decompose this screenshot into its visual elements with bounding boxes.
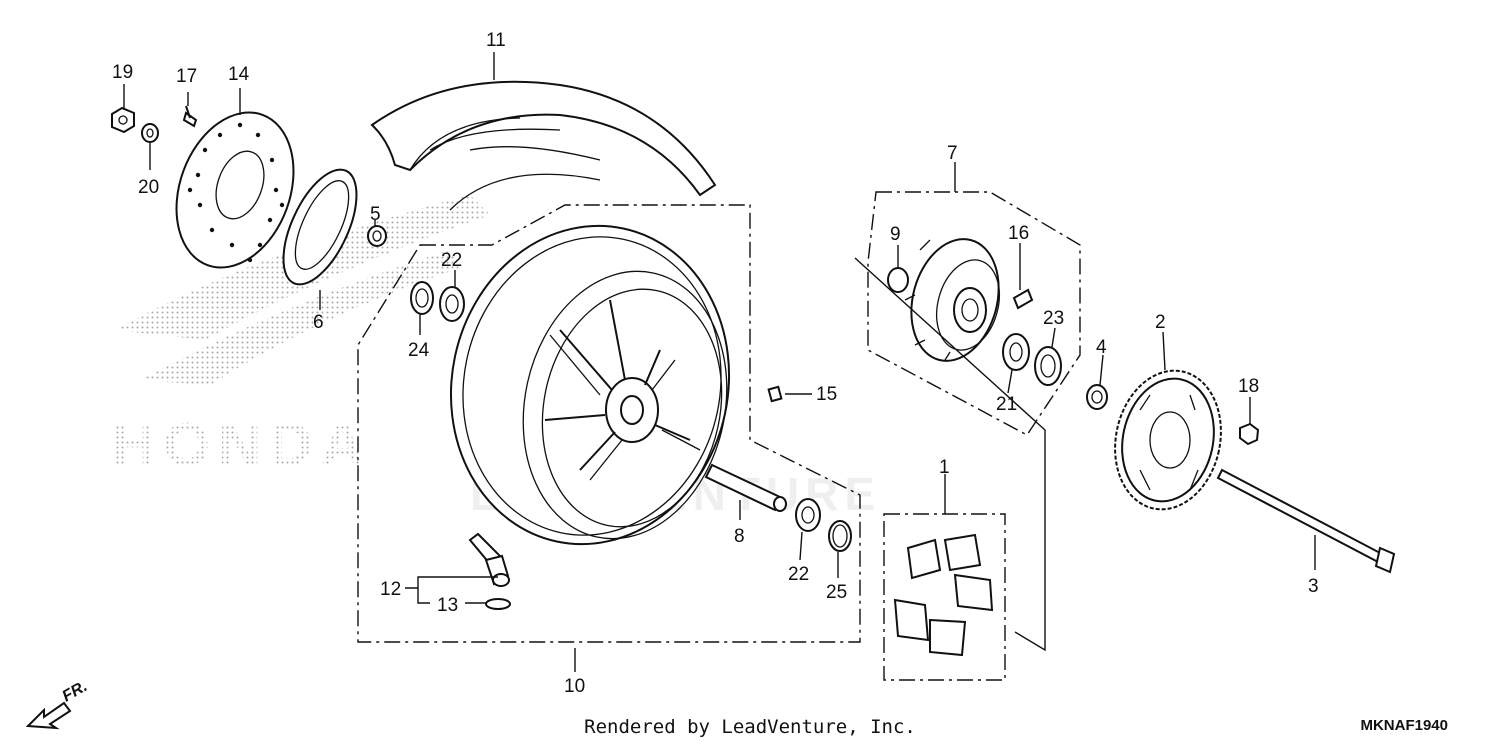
callout-21: 21: [996, 394, 1017, 415]
disc-bolt-part[interactable]: [182, 105, 198, 128]
callout-9: 9: [890, 224, 901, 245]
callout-25: 25: [826, 582, 847, 603]
sprocket-part[interactable]: [1103, 361, 1234, 520]
flange-nut-part[interactable]: [111, 106, 135, 134]
callout-1: 1: [939, 457, 950, 478]
callout-15: 15: [816, 384, 837, 405]
callout-2: 2: [1155, 312, 1166, 333]
callout-22-right: 22: [788, 564, 809, 585]
callout-20: 20: [138, 177, 159, 198]
callout-8: 8: [734, 526, 745, 547]
valve-oring-part[interactable]: [485, 598, 511, 610]
axle-collar-part[interactable]: [704, 463, 787, 512]
bearing-part-right[interactable]: [795, 498, 821, 532]
callout-6: 6: [313, 312, 324, 333]
callout-12: 12: [380, 579, 401, 600]
brake-disc-part[interactable]: [156, 96, 314, 284]
washer-part[interactable]: [141, 123, 159, 143]
callout-16: 16: [1008, 223, 1029, 244]
collar-part[interactable]: [367, 225, 387, 247]
bearing-part-left[interactable]: [439, 286, 465, 322]
callout-18: 18: [1238, 376, 1259, 397]
front-arrow-icon: [25, 701, 72, 730]
tire-part[interactable]: [370, 80, 717, 211]
rear-wheel-part[interactable]: [422, 200, 759, 570]
sprocket-nut-part[interactable]: [1239, 422, 1260, 446]
seal-part-right[interactable]: [828, 520, 852, 552]
callout-22-left: 22: [441, 250, 462, 271]
driven-flange-part[interactable]: [898, 229, 1011, 371]
watermark-brand-text: HONDA: [112, 411, 372, 478]
diagram-code: MKNAF1940: [1360, 717, 1448, 734]
seal-part-left[interactable]: [410, 281, 434, 315]
callout-labels: 11 19 17 14 20 5 22 6 24 7 9 16 23 21 4 …: [112, 30, 1319, 697]
pin-part[interactable]: [767, 385, 783, 403]
callout-10: 10: [564, 676, 585, 697]
flange-collar-part[interactable]: [887, 267, 909, 293]
callout-7: 7: [947, 143, 958, 164]
rear-axle-part[interactable]: [1216, 468, 1396, 574]
flange-seal-part[interactable]: [1034, 346, 1062, 386]
callout-17: 17: [176, 66, 197, 87]
callout-13: 13: [437, 595, 458, 616]
sprocket-collar-part[interactable]: [1086, 384, 1108, 410]
callout-23: 23: [1043, 308, 1064, 329]
callout-4: 4: [1096, 337, 1107, 358]
callout-19: 19: [112, 62, 133, 83]
leader-lines: [123, 52, 1316, 672]
callout-5: 5: [370, 204, 381, 225]
air-valve-part[interactable]: [468, 532, 510, 587]
callout-11: 11: [486, 30, 506, 51]
damper-rubber-part[interactable]: [893, 533, 994, 657]
rendered-by-footer: Rendered by LeadVenture, Inc.: [584, 716, 916, 738]
callout-14: 14: [228, 64, 250, 85]
stud-bolt-part[interactable]: [1012, 288, 1034, 310]
callout-24: 24: [408, 340, 430, 361]
callout-3: 3: [1308, 576, 1319, 597]
flange-bearing-part[interactable]: [1002, 333, 1030, 371]
dust-plate-part[interactable]: [268, 159, 371, 295]
assembly-group-lines: [357, 191, 1081, 681]
front-direction-label: FR.: [60, 678, 91, 706]
